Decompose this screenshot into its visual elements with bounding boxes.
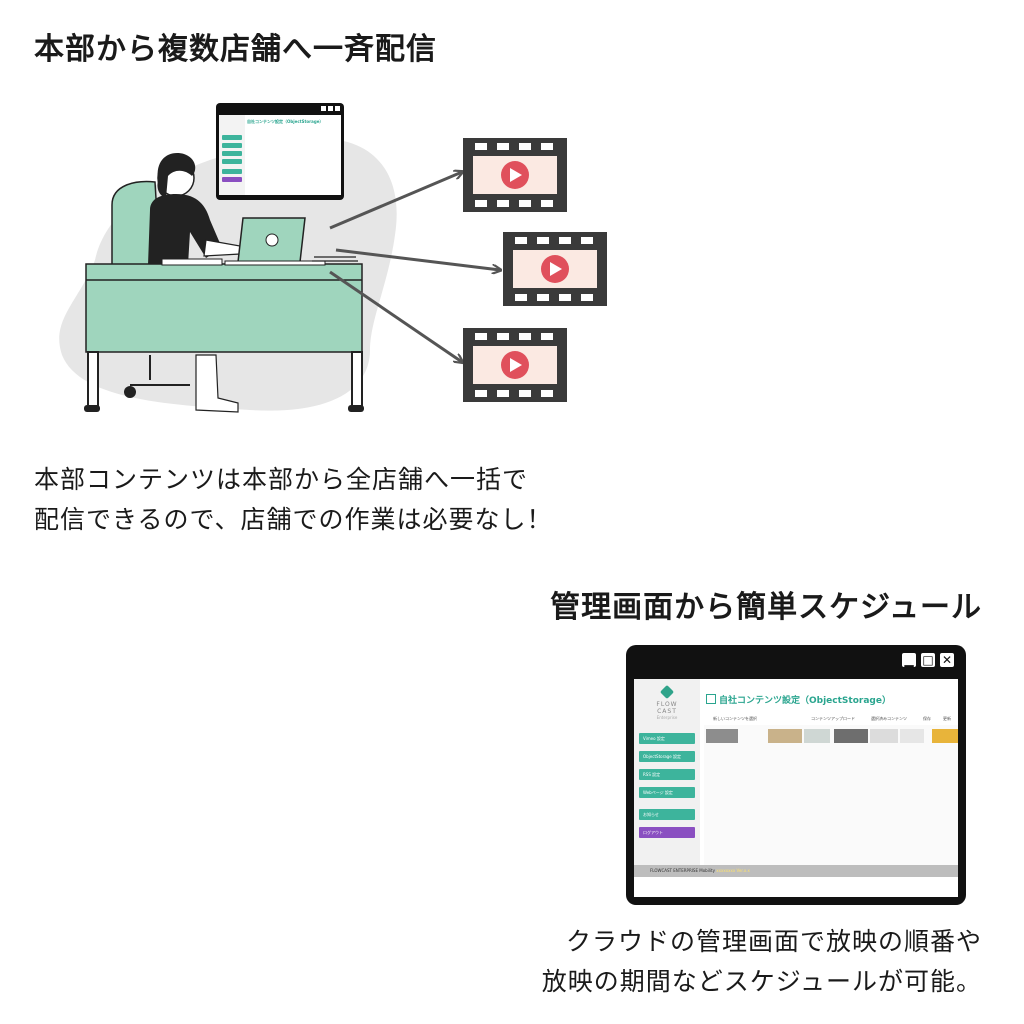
- minimize-icon: ▁: [902, 653, 916, 667]
- admin-screen-window: ▁ □ ✕ FLOW CAST Enterprise Vimeo 設定 Obje…: [626, 645, 966, 905]
- logo-sub: Enterprise: [656, 715, 678, 720]
- papers: [312, 256, 358, 262]
- content-thumbnail: [804, 729, 830, 743]
- maximize-icon: [328, 106, 333, 111]
- section2-description: クラウドの管理画面で放映の順番や放映の期間などスケジュールが可能。: [542, 922, 982, 1002]
- film-monitor-3: [463, 328, 567, 402]
- sidebar-item-logout: ログアウト: [639, 827, 695, 838]
- arrow-icon: [329, 172, 500, 362]
- content-thumbnail: [870, 729, 898, 743]
- content-thumbnail: [900, 729, 924, 743]
- section1-line2: 配信できるので、店舗での作業は必要なし！: [34, 505, 553, 534]
- page-title: 自社コンテンツ設定（ObjectStorage）: [706, 693, 891, 706]
- desk-top: [85, 263, 363, 353]
- content-thumbnail: [932, 729, 958, 743]
- small-admin-monitor: 自社コンテンツ設定（ObjectStorage）: [216, 103, 344, 200]
- logo-text: FLOW CAST: [656, 701, 678, 715]
- section2-line2: 放映の期間などスケジュールが可能。: [541, 967, 982, 996]
- close-icon: ✕: [940, 653, 954, 667]
- sidebar-item-vimeo: Vimeo 設定: [639, 733, 695, 744]
- mini-sidebar: [219, 115, 245, 195]
- person: [148, 153, 241, 413]
- content-area: [704, 725, 958, 865]
- tab-save: 保存: [920, 713, 934, 725]
- chair-back: [111, 180, 161, 266]
- section1-description: 本部コンテンツは本部から全店舗へ一括で配信できるので、店舗での作業は必要なし！: [34, 460, 553, 540]
- mini-sidebar-item: [222, 143, 242, 148]
- logo: FLOW CAST Enterprise: [650, 684, 684, 720]
- footer-bar: FLOWCAST ENTERPRISE Mobility xxxxxxxx Ve…: [634, 865, 958, 877]
- section1-line1: 本部コンテンツは本部から全店舗へ一括で: [34, 465, 529, 494]
- maximize-icon: □: [921, 653, 935, 667]
- section1-heading: 本部から複数店舗へ一斉配信: [34, 32, 437, 67]
- sidebar-item-webpage: Webページ 設定: [639, 787, 695, 798]
- tab-selected: 選択済みコンテンツ: [868, 713, 910, 725]
- laptop: [224, 217, 326, 266]
- sidebar-item-rss: RSS 設定: [639, 769, 695, 780]
- footer-text: FLOWCAST ENTERPRISE Mobility: [650, 868, 715, 873]
- mini-sidebar-item: [222, 151, 242, 156]
- mini-sidebar-item: [222, 135, 242, 140]
- section2-heading: 管理画面から簡単スケジュール: [550, 590, 982, 625]
- tab-select-content: 新しいコンテンツを選択: [710, 713, 760, 725]
- content-thumbnail: [834, 729, 868, 743]
- tab-upload: コンテンツアップロード: [808, 713, 858, 725]
- close-icon: [335, 106, 340, 111]
- content-thumbnail: [768, 729, 802, 743]
- tab-bar: 新しいコンテンツを選択 コンテンツアップロード 選択済みコンテンツ 保存 更新: [704, 713, 958, 725]
- mini-sidebar-item: [222, 169, 242, 174]
- film-monitor-1: [463, 138, 567, 212]
- illustration: [59, 138, 607, 413]
- footer-version: xxxxxxxx Ver.x.x: [716, 868, 750, 873]
- mini-sidebar-item: [222, 177, 242, 182]
- tab-update: 更新: [940, 713, 954, 725]
- mini-sidebar-item: [222, 159, 242, 164]
- section2-line1: クラウドの管理画面で放映の順番や: [565, 927, 982, 956]
- logo-cube-icon: [659, 684, 675, 700]
- keyboard: [161, 258, 223, 266]
- mini-title: 自社コンテンツ設定（ObjectStorage）: [247, 119, 324, 124]
- small-monitor-screen: 自社コンテンツ設定（ObjectStorage）: [219, 115, 341, 195]
- content-thumbnail: [706, 729, 738, 743]
- admin-screen: FLOW CAST Enterprise Vimeo 設定 ObjectStor…: [634, 679, 958, 897]
- sidebar: FLOW CAST Enterprise Vimeo 設定 ObjectStor…: [634, 679, 700, 865]
- sidebar-item-news: お知らせ: [639, 809, 695, 820]
- film-monitor-2: [503, 232, 607, 306]
- chair-base: [130, 355, 190, 386]
- page-title-text: 自社コンテンツ設定（ObjectStorage）: [719, 696, 891, 706]
- title-icon: [706, 694, 716, 704]
- sidebar-item-objectstorage: ObjectStorage 設定: [639, 751, 695, 762]
- minimize-icon: [321, 106, 326, 111]
